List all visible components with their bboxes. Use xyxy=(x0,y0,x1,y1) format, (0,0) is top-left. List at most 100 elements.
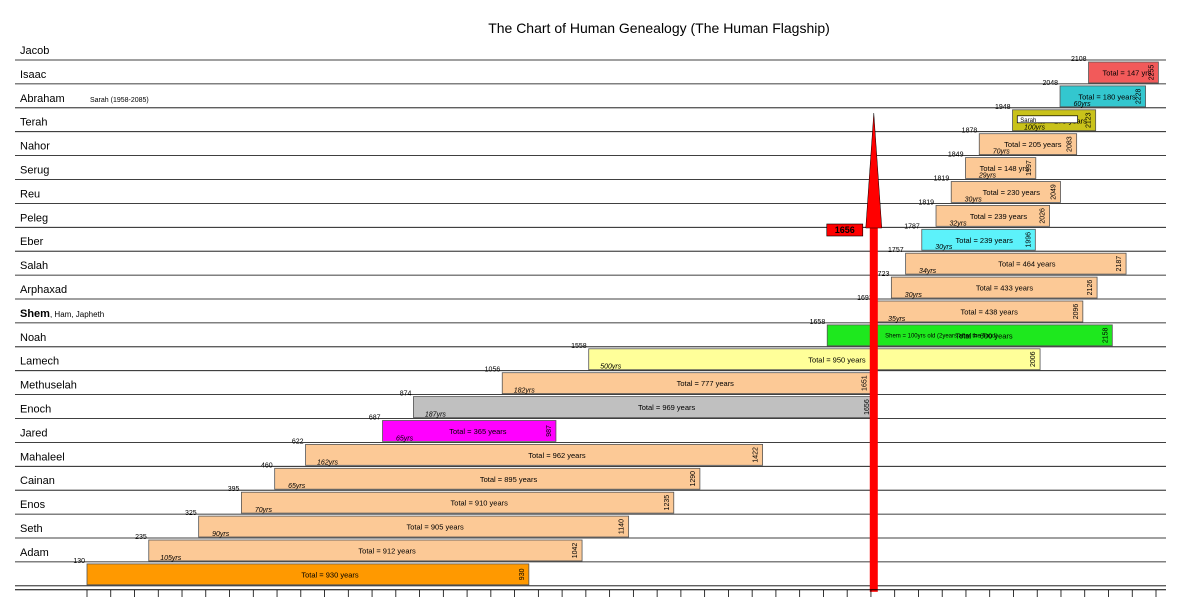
total-label: Total = 239 years xyxy=(956,236,1014,245)
child-age-label: 35yrs xyxy=(888,316,906,323)
row-name-eber: Eber xyxy=(20,236,44,248)
sarah-label: Sarah xyxy=(1020,118,1036,124)
child-age-label: 32yrs xyxy=(949,220,967,227)
row-name-abraham: Abraham xyxy=(20,93,65,105)
born-label: 1819 xyxy=(934,176,950,183)
life-bar xyxy=(1088,61,1159,84)
end-label: 2096 xyxy=(1073,304,1080,320)
total-label: Total = 777 years xyxy=(677,379,735,388)
row-name-methuselah: Methuselah xyxy=(20,380,77,392)
row-name-serug: Serug xyxy=(20,165,49,177)
total-label: Total = 969 years xyxy=(638,403,696,412)
total-label: Total = 147 yrs xyxy=(1102,68,1151,77)
end-label: 987 xyxy=(546,425,553,437)
row-name-isaac: Isaac xyxy=(20,69,47,81)
total-label: Total = 148 yrs xyxy=(980,164,1029,173)
end-label: 930 xyxy=(519,568,526,580)
row-name-salah: Salah xyxy=(20,260,48,272)
born-label: 2048 xyxy=(1042,80,1058,87)
row-name-cainan: Cainan xyxy=(20,475,55,487)
end-label: 1656 xyxy=(864,399,871,415)
row-name-seth: Seth xyxy=(20,523,43,535)
life-bar xyxy=(826,324,1113,347)
life-bar xyxy=(890,276,1098,299)
flood-arrow-icon xyxy=(865,112,883,229)
row-name-peleg: Peleg xyxy=(20,212,48,224)
end-label: 2083 xyxy=(1067,136,1074,152)
total-label: Total = 464 years xyxy=(998,260,1056,269)
row-name-lamech: Lamech xyxy=(20,356,59,368)
row-name-suffix: , Ham, Japheth xyxy=(50,310,104,319)
total-label: Total = 205 years xyxy=(1004,140,1062,149)
end-label: 1290 xyxy=(690,471,697,487)
row-name-nahor: Nahor xyxy=(20,141,50,153)
row-name-noah: Noah xyxy=(20,332,46,344)
born-label: 2108 xyxy=(1071,56,1087,63)
born-label: 1693 xyxy=(857,295,873,302)
child-age-label: 182yrs xyxy=(514,388,536,395)
total-label: Total = 239 years xyxy=(970,212,1028,221)
life-bar xyxy=(965,157,1037,179)
row-name-adam: Adam xyxy=(20,547,49,559)
end-label: 2126 xyxy=(1087,280,1094,296)
end-label: 2123 xyxy=(1086,112,1093,128)
born-label: 325 xyxy=(185,510,197,517)
life-bar xyxy=(950,181,1061,203)
total-label: Total = 438 years xyxy=(961,307,1019,316)
life-bar xyxy=(978,133,1078,155)
total-label: Total = 912 years xyxy=(358,546,416,555)
life-bar xyxy=(148,539,583,562)
born-label: 622 xyxy=(292,438,304,445)
child-age-label: 70yrs xyxy=(255,507,273,514)
row-name-reu: Reu xyxy=(20,188,40,200)
life-bar xyxy=(274,467,701,490)
born-label: 1056 xyxy=(485,367,501,374)
born-label: 130 xyxy=(73,558,85,565)
born-label: 1658 xyxy=(810,319,826,326)
row-name-arphaxad: Arphaxad xyxy=(20,284,67,296)
flood-box xyxy=(826,223,864,237)
row-name-jacob: Jacob xyxy=(20,45,49,57)
total-label: Total = 895 years xyxy=(480,475,538,484)
child-age-label: 90yrs xyxy=(212,531,230,538)
row-note: Sarah (1958-2085) xyxy=(90,97,149,104)
life-bar xyxy=(198,515,630,538)
end-label: 1651 xyxy=(861,375,868,391)
child-age-label: 29yrs xyxy=(978,173,997,180)
total-label: Total = 910 years xyxy=(451,499,509,508)
total-label: Total = 600 years xyxy=(955,331,1013,340)
born-label: 235 xyxy=(135,534,147,541)
end-label: 2006 xyxy=(1030,351,1037,367)
end-label: 2049 xyxy=(1051,184,1058,200)
born-label: 460 xyxy=(261,462,273,469)
shem-note: Shem = 100yrs old (2years after the floo… xyxy=(885,333,997,339)
child-age-label: 30yrs xyxy=(935,244,953,251)
end-label: 2026 xyxy=(1040,208,1047,224)
life-bar xyxy=(1059,85,1146,108)
born-label: 874 xyxy=(400,391,412,398)
life-bar xyxy=(905,252,1127,275)
end-label: 2187 xyxy=(1116,256,1123,272)
life-bar xyxy=(305,443,764,466)
flood-shaft xyxy=(869,173,878,592)
end-label: 1996 xyxy=(1025,232,1032,248)
end-label: 1140 xyxy=(619,519,626,534)
chart-title: The Chart of Human Genealogy (The Human … xyxy=(488,20,830,36)
child-age-label: 65yrs xyxy=(396,435,414,442)
total-label: Total = 962 years xyxy=(528,451,586,460)
life-bar xyxy=(86,563,530,586)
born-label: 1849 xyxy=(948,152,964,159)
child-age-label: 30yrs xyxy=(905,292,923,299)
row-name-mahaleel: Mahaleel xyxy=(20,451,65,463)
born-label: 1948 xyxy=(995,104,1011,111)
child-age-label: 105yrs xyxy=(160,555,182,562)
born-label: 1757 xyxy=(888,247,904,254)
end-label: 2255 xyxy=(1148,65,1155,81)
end-label: 1235 xyxy=(664,495,671,511)
child-age-label: 70yrs xyxy=(993,149,1011,156)
end-label: 2228 xyxy=(1136,88,1143,104)
child-age-label: 30yrs xyxy=(965,196,983,203)
total-label: Total = 230 years xyxy=(983,188,1041,197)
child-age-label: 34yrs xyxy=(919,268,937,275)
